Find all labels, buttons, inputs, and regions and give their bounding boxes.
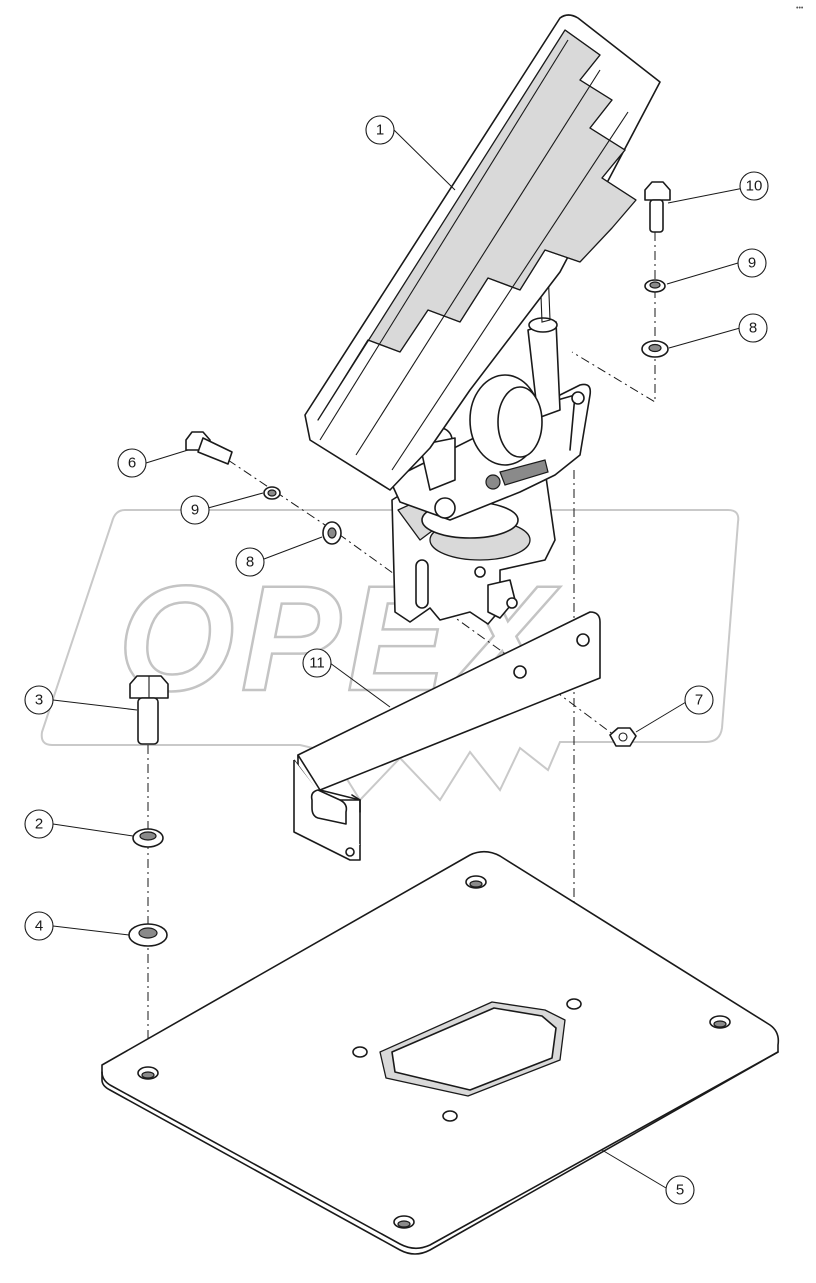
- flat-washer-4: [128, 923, 168, 947]
- callout-9-left-label: 9: [191, 502, 199, 519]
- callout-10-label: 10: [746, 178, 763, 195]
- callout-1: 1: [365, 115, 395, 145]
- callout-3: 3: [24, 685, 54, 715]
- callout-1-label: 1: [376, 122, 384, 139]
- pedal-assembly: [304, 14, 661, 625]
- callout-5-label: 5: [676, 1182, 684, 1199]
- callout-8-left-label: 8: [246, 554, 254, 571]
- flat-washer-8-left: [322, 521, 342, 545]
- callout-11-label: 11: [309, 655, 325, 672]
- corner-mark: •••: [796, 5, 804, 12]
- callout-4: 4: [24, 911, 54, 941]
- callouts: 1 2 3 4 5 6 7 8: [24, 115, 769, 1205]
- callout-2-label: 2: [35, 816, 43, 833]
- callout-9-left: 9: [180, 495, 210, 525]
- bolt-10: [644, 181, 671, 233]
- nut-7: [609, 727, 637, 747]
- callout-2: 2: [24, 809, 54, 839]
- leader-lines: [52, 129, 755, 1189]
- flat-washer-8-right: [641, 340, 669, 358]
- callout-6: 6: [117, 448, 147, 478]
- callout-7: 7: [684, 685, 714, 715]
- callout-8-right-label: 8: [749, 320, 757, 337]
- callout-4-label: 4: [35, 918, 43, 935]
- callout-10: 10: [739, 171, 769, 201]
- callout-5: 5: [665, 1175, 695, 1205]
- callout-8-left: 8: [235, 547, 265, 577]
- callout-6-label: 6: [128, 455, 136, 472]
- bolt-6: [185, 431, 233, 465]
- lock-washer-9-right: [644, 279, 666, 293]
- lock-washer-9-left: [263, 486, 281, 500]
- callout-8-right: 8: [738, 313, 768, 343]
- callout-3-label: 3: [35, 692, 43, 709]
- base-plate: [101, 850, 780, 1255]
- bolt-3: [129, 675, 169, 745]
- l-bracket: [293, 611, 601, 861]
- callout-11: 11: [302, 648, 332, 678]
- callout-7-label: 7: [695, 692, 703, 709]
- callout-9-right-label: 9: [748, 255, 756, 272]
- lock-washer-2: [132, 828, 164, 848]
- callout-9-right: 9: [737, 248, 767, 278]
